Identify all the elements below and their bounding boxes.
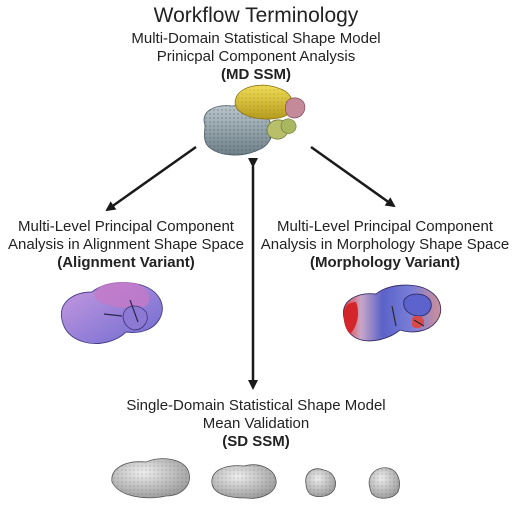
sd-ssm-bone-1-image (111, 458, 190, 499)
md-ssm-label: Multi-Domain Statistical Shape Model Pri… (106, 30, 406, 84)
alignment-variant-model-image (60, 282, 163, 344)
sd-ssm-line1: Single-Domain Statistical Shape Model (126, 397, 386, 414)
sd-ssm-bone-3-image (305, 468, 336, 498)
morphology-variant-label: Multi-Level Principal Component Analysis… (258, 218, 512, 272)
arrow-md-to-morphology (310, 145, 396, 208)
md-ssm-abbr: (MD SSM) (221, 66, 291, 83)
sd-ssm-label: Single-Domain Statistical Shape Model Me… (106, 397, 406, 451)
morphology-line1: Multi-Level Principal Component (277, 218, 493, 235)
md-ssm-model-image (203, 84, 306, 156)
morphology-abbr: (Morphology Variant) (310, 254, 460, 271)
sd-ssm-abbr: (SD SSM) (222, 433, 290, 450)
alignment-line1: Multi-Level Principal Component (18, 218, 234, 235)
morphology-line2: Analysis in Morphology Shape Space (260, 236, 510, 253)
sd-ssm-bone-2-image (211, 464, 277, 499)
alignment-line2: Analysis in Alignment Shape Space (8, 236, 244, 253)
diagram-title: Workflow Terminology (153, 4, 359, 27)
md-ssm-line1: Multi-Domain Statistical Shape Model (131, 30, 381, 47)
md-ssm-line2: Prinicpal Component Analysis (156, 48, 356, 65)
alignment-variant-label: Multi-Level Principal Component Analysis… (0, 218, 252, 272)
sd-ssm-line2: Mean Validation (202, 415, 310, 432)
alignment-abbr: (Alignment Variant) (57, 254, 195, 271)
sd-ssm-bone-4-image (368, 467, 400, 499)
arrow-md-to-alignment (105, 145, 197, 212)
morphology-variant-model-image (343, 284, 442, 342)
